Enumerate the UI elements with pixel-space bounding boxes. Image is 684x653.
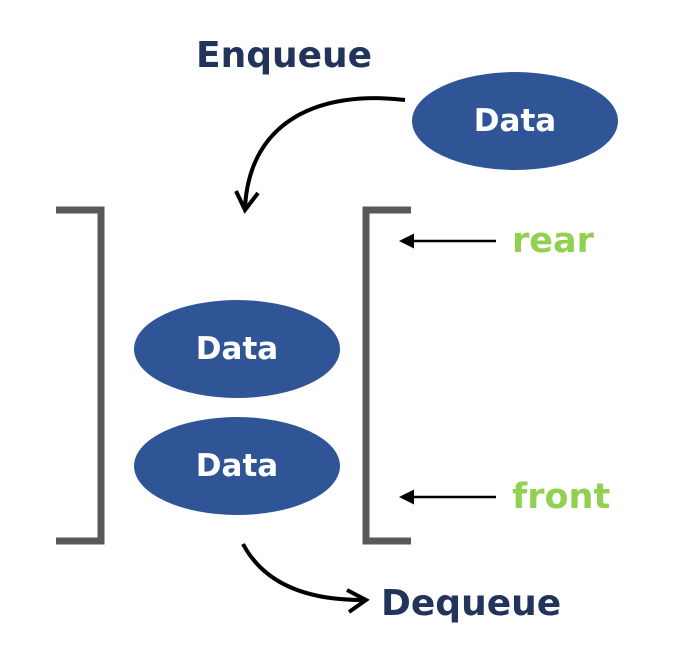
dequeue-label: Dequeue [381, 583, 562, 624]
dequeue-arrowhead [346, 588, 370, 614]
dequeue-arrow [241, 543, 363, 602]
left-bracket [56, 206, 105, 545]
enqueue-arrowhead [234, 190, 260, 214]
enqueue-arrow [243, 96, 406, 208]
enqueue-label: Enqueue [196, 35, 373, 76]
queued-data-node-top [134, 300, 340, 398]
right-bracket [362, 206, 411, 545]
rear-label: rear [512, 221, 594, 261]
queued-data-node-bottom [134, 417, 340, 515]
incoming-data-node [412, 72, 618, 170]
queued-data-label-bottom: Data [195, 448, 279, 484]
incoming-data-label: Data [473, 103, 557, 139]
queued-data-label-top: Data [195, 331, 279, 367]
front-label: front [512, 477, 611, 517]
